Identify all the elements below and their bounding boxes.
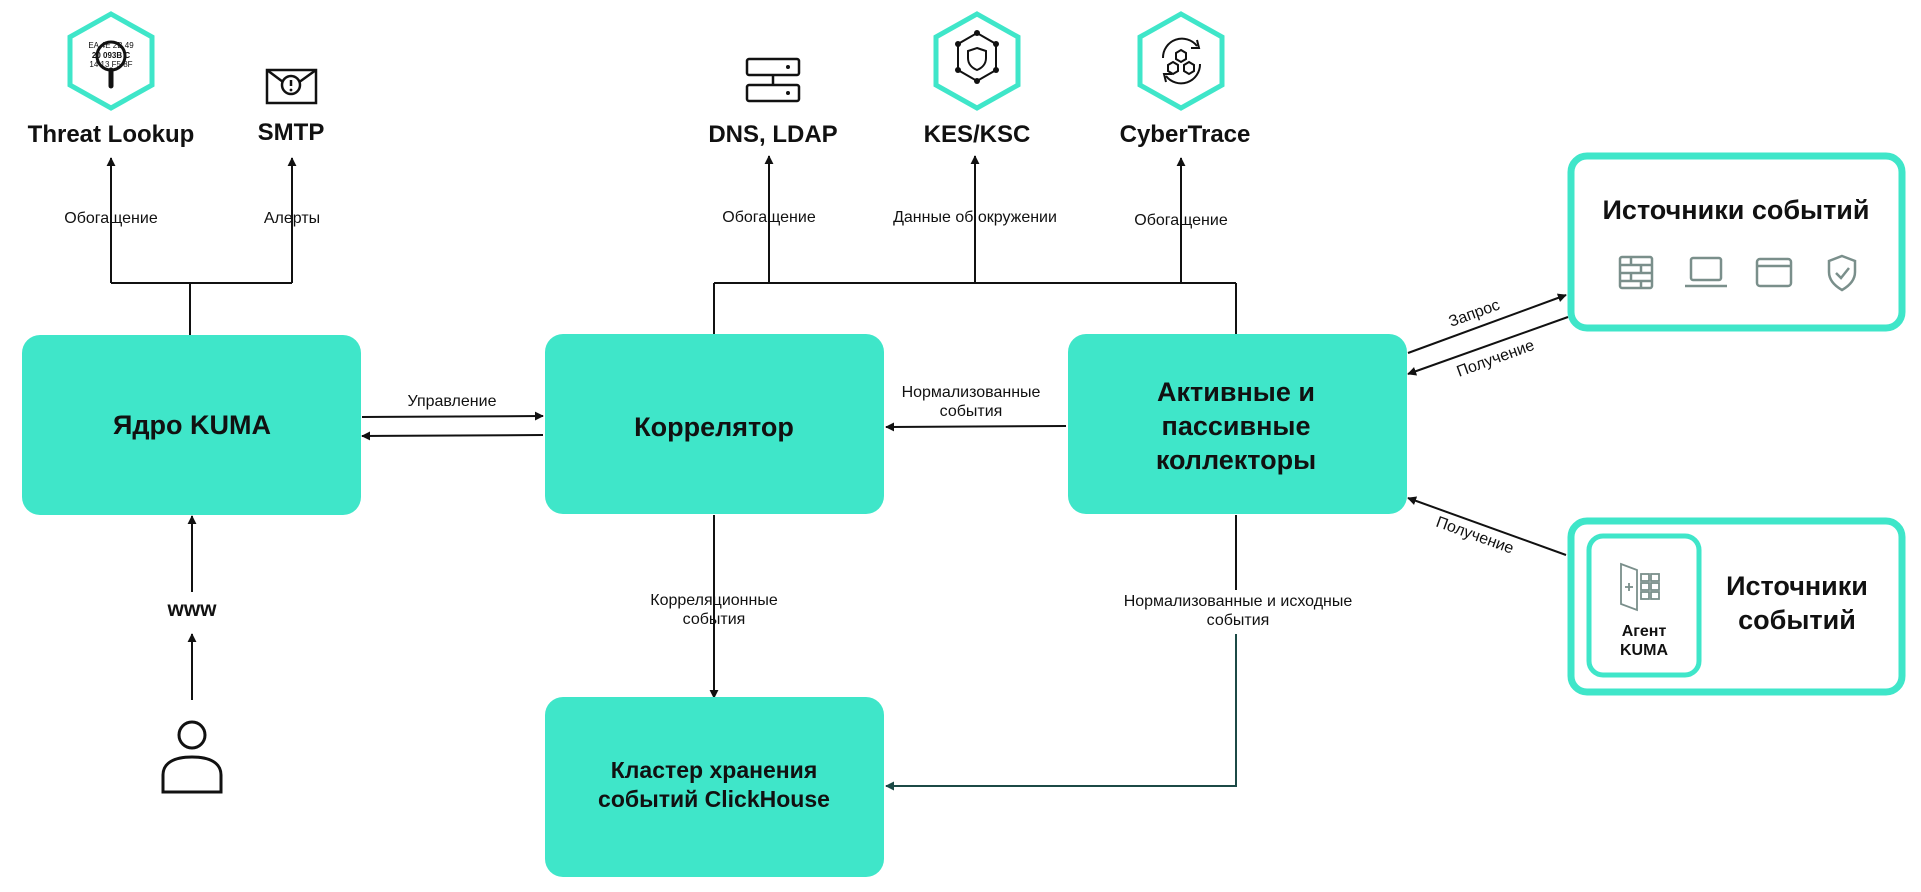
- storage-title-1: Кластер хранения: [611, 757, 818, 783]
- event-sources-top: Источники событий: [1567, 152, 1906, 332]
- threat-lookup-service: EA 4E 2B 49 20 093B C 14 13 F5 8F Threat…: [28, 11, 195, 148]
- kes-ksc-label: KES/KSC: [924, 121, 1031, 148]
- www-label: www: [166, 598, 217, 621]
- collectors-box: Активные и пассивные коллекторы: [1068, 334, 1407, 514]
- edge-label-normalized-raw-1: Нормализованные и исходные: [1124, 593, 1353, 610]
- edge-label-request: Запрос: [1447, 297, 1503, 331]
- core-title: Ядро KUMA: [113, 410, 271, 440]
- hex-text-line-3: 14 13 F5 8F: [89, 60, 132, 69]
- collectors-title-3: коллекторы: [1156, 445, 1316, 475]
- center-enrichment-connectors: [713, 155, 1237, 335]
- event-sources-bottom: Агент KUMA Источники событий: [1567, 517, 1906, 696]
- edge-label-alerts: Алерты: [264, 210, 320, 227]
- collectors-to-correlator-arrow: [885, 422, 1067, 432]
- kes-ksc-service: KES/KSC: [924, 11, 1031, 148]
- cybertrace-label: CyberTrace: [1120, 121, 1251, 148]
- edge-label-normalized-2: события: [940, 403, 1003, 420]
- dns-ldap-service: DNS, LDAP: [708, 57, 838, 148]
- agent-label-1: Агент: [1622, 623, 1667, 640]
- core-correlator-arrows: [361, 411, 544, 441]
- agent-label-2: KUMA: [1620, 642, 1668, 659]
- firewall-icon: [1618, 255, 1654, 290]
- shield-check-icon: [1827, 254, 1857, 292]
- collectors-title-2: пассивные: [1162, 411, 1311, 441]
- server-icon: [745, 57, 801, 103]
- agent-kuma-card: Агент KUMA: [1586, 533, 1702, 678]
- shield-hex-icon: [933, 11, 1021, 111]
- edge-label-enrich-dns: Обогащение: [722, 209, 816, 226]
- smtp-service: SMTP: [258, 68, 325, 146]
- storage-title-2: событий ClickHouse: [598, 786, 830, 812]
- collectors-title-1: Активные и: [1157, 377, 1315, 407]
- storage-box: Кластер хранения событий ClickHouse: [545, 697, 884, 877]
- sources-top-title: Источники событий: [1603, 195, 1870, 225]
- correlator-title: Коррелятор: [634, 412, 794, 442]
- sources-bottom-title-1: Источники: [1726, 571, 1868, 601]
- edge-label-normalized-1: Нормализованные: [902, 384, 1041, 401]
- agent-windows-icon: [1620, 562, 1660, 612]
- edge-label-normalized-raw-2: события: [1207, 612, 1270, 629]
- core-box: Ядро KUMA: [22, 335, 361, 515]
- laptop-icon: [1685, 256, 1727, 288]
- edge-label-enrich-threat: Обогащение: [64, 210, 158, 227]
- sources-bottom-title-2: событий: [1738, 605, 1856, 635]
- edge-label-correlation-2: события: [683, 611, 746, 628]
- edge-label-management: Управление: [408, 393, 497, 410]
- edge-label-correlation-1: Корреляционные: [650, 592, 778, 609]
- hex-text-line-2: 20 093B C: [92, 51, 130, 60]
- dns-ldap-label: DNS, LDAP: [708, 121, 837, 148]
- threat-lookup-label: Threat Lookup: [28, 121, 195, 148]
- window-icon: [1755, 257, 1793, 288]
- envelope-alert-icon: [265, 68, 318, 105]
- smtp-label: SMTP: [258, 119, 325, 146]
- hex-text-line-1: EA 4E 2B 49: [88, 41, 134, 50]
- collectors-to-storage-connector: [885, 515, 1237, 791]
- cybertrace-service: CyberTrace: [1120, 11, 1251, 148]
- edge-label-env-data: Данные об окружении: [893, 209, 1057, 226]
- sources-bottom-to-collectors-arrow: [1407, 496, 1567, 556]
- edge-label-enrich-cybertrace: Обогащение: [1134, 212, 1228, 229]
- cycle-hex-icon: [1137, 11, 1225, 111]
- collectors-sources-top-arrows: [1407, 293, 1569, 376]
- core-enrichment-connectors: [106, 157, 297, 335]
- user-icon: [161, 720, 223, 794]
- magnifier-hex-icon: EA 4E 2B 49 20 093B C 14 13 F5 8F: [67, 11, 155, 111]
- correlator-box: Коррелятор: [545, 334, 884, 514]
- edge-label-receive-bottom: Получение: [1434, 514, 1516, 558]
